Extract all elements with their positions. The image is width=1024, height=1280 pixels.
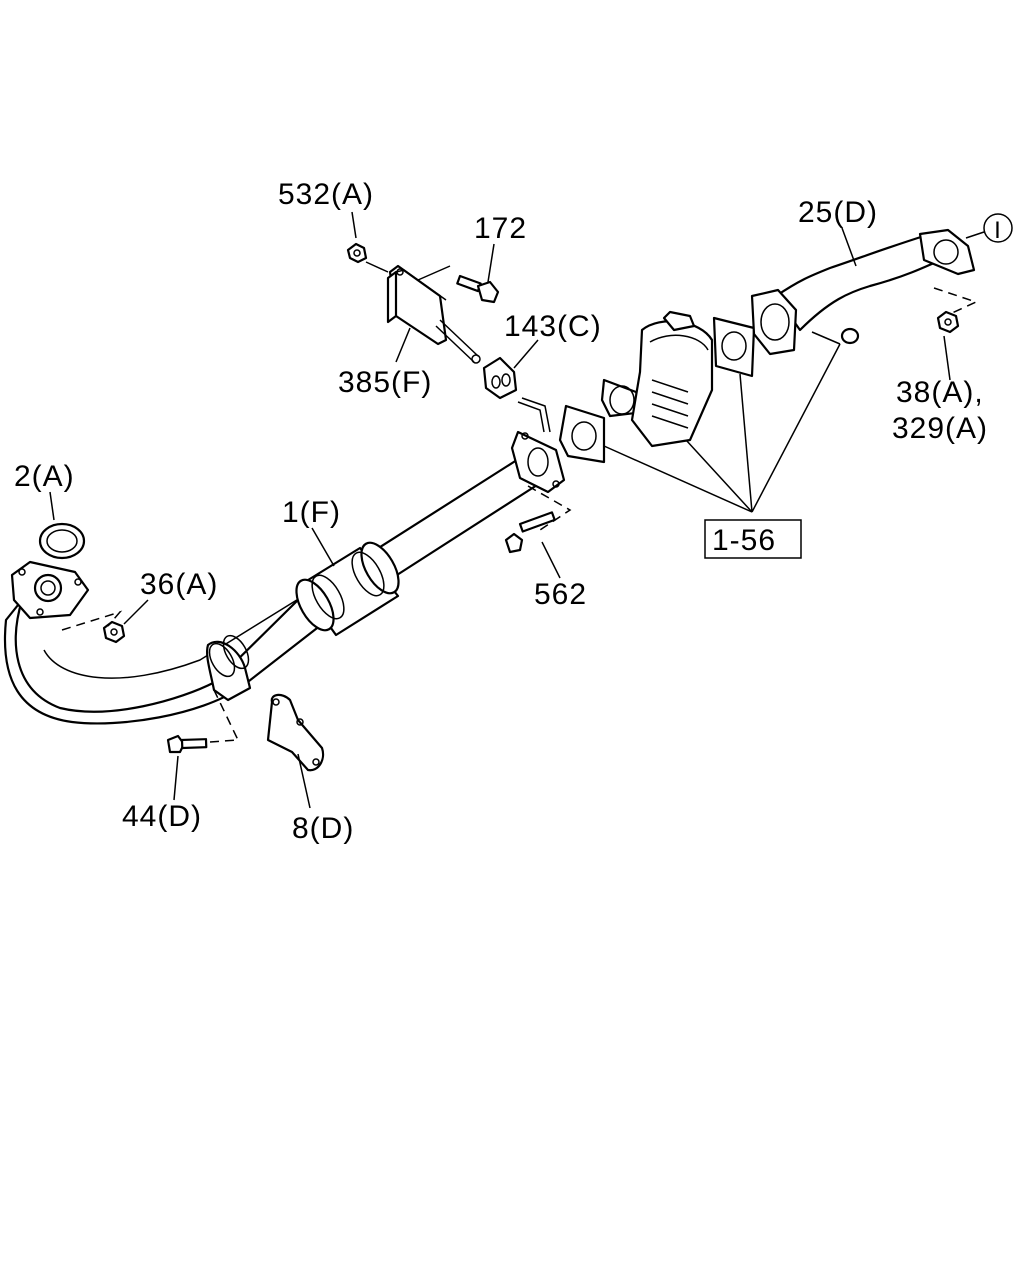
front-pipe	[3, 397, 566, 725]
bracket-8	[266, 693, 325, 772]
leader-38	[943, 335, 951, 381]
ref-circle	[983, 213, 1013, 243]
leader-156-d	[751, 343, 841, 513]
rubber-hanger-143	[482, 356, 518, 400]
leader-36	[123, 599, 149, 625]
bolt-562	[504, 511, 556, 554]
leader-156-e	[811, 331, 841, 345]
leader-143	[513, 339, 539, 369]
label-172: 172	[474, 212, 527, 245]
label-2: 2(A)	[14, 460, 75, 493]
label-385: 385(F)	[338, 366, 432, 399]
leader-156-a	[603, 445, 753, 513]
dash-562	[527, 485, 572, 531]
dash-44	[209, 689, 240, 743]
label-8: 8(D)	[292, 812, 354, 845]
leader-44	[173, 755, 179, 801]
label-143: 143(C)	[504, 310, 602, 343]
washer-38	[840, 327, 860, 345]
label-44: 44(D)	[122, 800, 202, 833]
nut-36	[102, 620, 126, 644]
label-156: 1-56	[712, 524, 776, 557]
bolt-44	[166, 734, 208, 754]
label-1: 1(F)	[282, 496, 341, 529]
leader-156-c	[739, 373, 753, 513]
label-38: 38(A),	[896, 376, 984, 409]
leader-2	[49, 491, 55, 521]
ref-box-156	[704, 519, 802, 559]
hanger-bracket-385	[386, 264, 481, 364]
label-25: 25(D)	[798, 196, 878, 229]
nut-38	[936, 310, 960, 334]
ref-circle-label: I	[994, 217, 1002, 244]
leader-ref	[965, 231, 985, 239]
catalytic-converter	[600, 310, 714, 448]
label-36: 36(A)	[140, 568, 218, 601]
leader-1	[311, 527, 335, 567]
label-532: 532(A)	[278, 178, 374, 211]
leader-156-b	[685, 439, 753, 513]
gasket-ring	[38, 522, 86, 560]
rear-pipe	[750, 228, 976, 356]
dash-36	[61, 610, 123, 631]
gasket-b	[712, 316, 756, 378]
leader-8	[297, 753, 311, 809]
dash-38	[933, 287, 979, 315]
label-562: 562	[534, 578, 587, 611]
label-329: 329(A)	[892, 412, 988, 445]
lead-532-bracket	[365, 261, 389, 273]
nut-532	[346, 242, 368, 264]
leader-385	[395, 327, 411, 363]
gasket-a	[558, 404, 606, 464]
leader-172	[487, 243, 495, 283]
bolt-172	[456, 274, 500, 304]
leader-532	[351, 211, 357, 239]
leader-25	[841, 227, 857, 267]
leader-562	[541, 541, 561, 579]
lead-172-bracket	[417, 265, 451, 281]
